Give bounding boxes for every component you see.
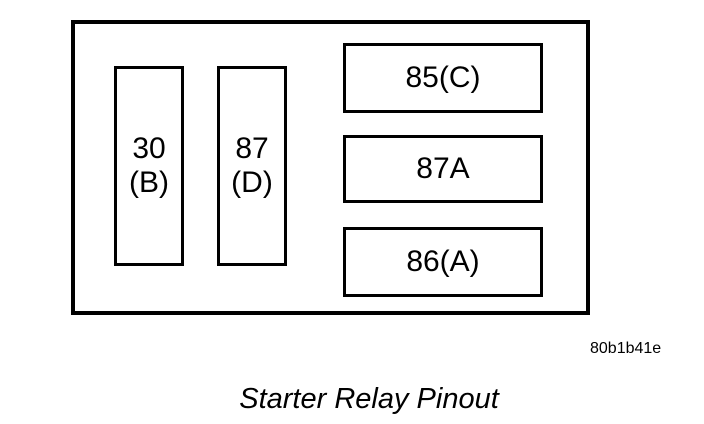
pin-label: 87A — [416, 152, 470, 185]
diagram-caption: Starter Relay Pinout — [239, 383, 499, 415]
pin-terminal-number: 87 — [235, 132, 269, 165]
pin-cavity-letter: (D) — [231, 166, 273, 199]
pin-terminal-number: 30 — [132, 132, 166, 165]
pin-box-87-d: 87 (D) — [217, 66, 287, 266]
pin-box-87a: 87A — [343, 135, 543, 203]
pin-cavity-letter: (B) — [129, 166, 169, 199]
pin-box-86-a: 86(A) — [343, 227, 543, 297]
pin-box-85-c: 85(C) — [343, 43, 543, 113]
pin-label: 86(A) — [406, 245, 480, 278]
figure-code: 80b1b41e — [590, 340, 662, 357]
pin-label: 85(C) — [405, 61, 481, 94]
pin-box-30-b: 30 (B) — [114, 66, 184, 266]
